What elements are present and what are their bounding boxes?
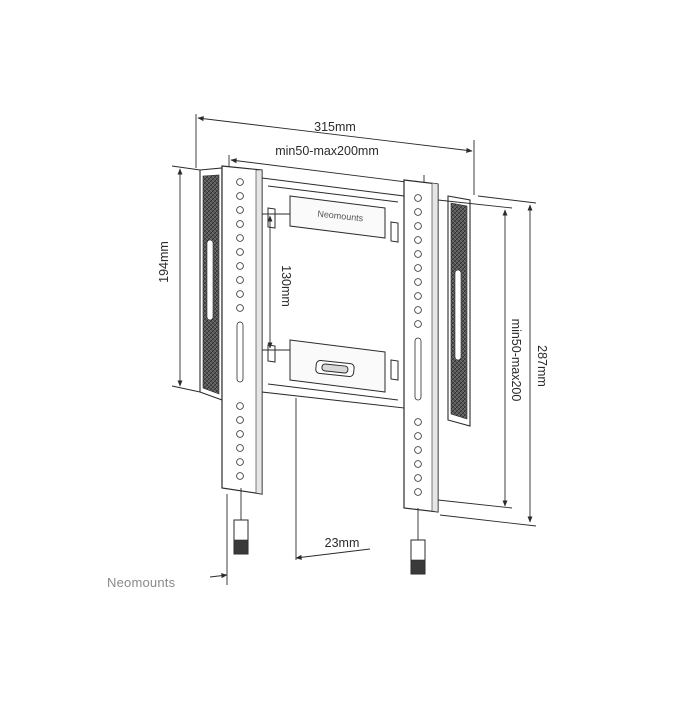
right-arm (403, 179, 439, 575)
label-depth: 23mm (325, 536, 360, 550)
label-overall-width: 315mm (314, 120, 356, 134)
label-overall-height: 287mm (535, 345, 549, 387)
label-vesa-height: min50-max200 (509, 319, 523, 402)
dim-depth (209, 398, 371, 585)
label-pad-height: 194mm (157, 241, 171, 283)
left-pad (199, 167, 223, 401)
footer-brand-logo: Neomounts (107, 575, 176, 590)
wall-plate (261, 177, 405, 409)
bracket-brand-label: Neomounts (317, 209, 364, 224)
dim-overall-height (439, 195, 537, 527)
dim-pad-height (171, 165, 201, 393)
dim-overall-width (195, 114, 475, 195)
label-vesa-width: min50-max200mm (275, 144, 379, 158)
label-inner-height: 130mm (279, 265, 293, 307)
dim-inner-height (262, 213, 290, 351)
right-pad (447, 195, 471, 427)
dim-vesa-height (437, 199, 513, 509)
left-arm (221, 165, 263, 555)
